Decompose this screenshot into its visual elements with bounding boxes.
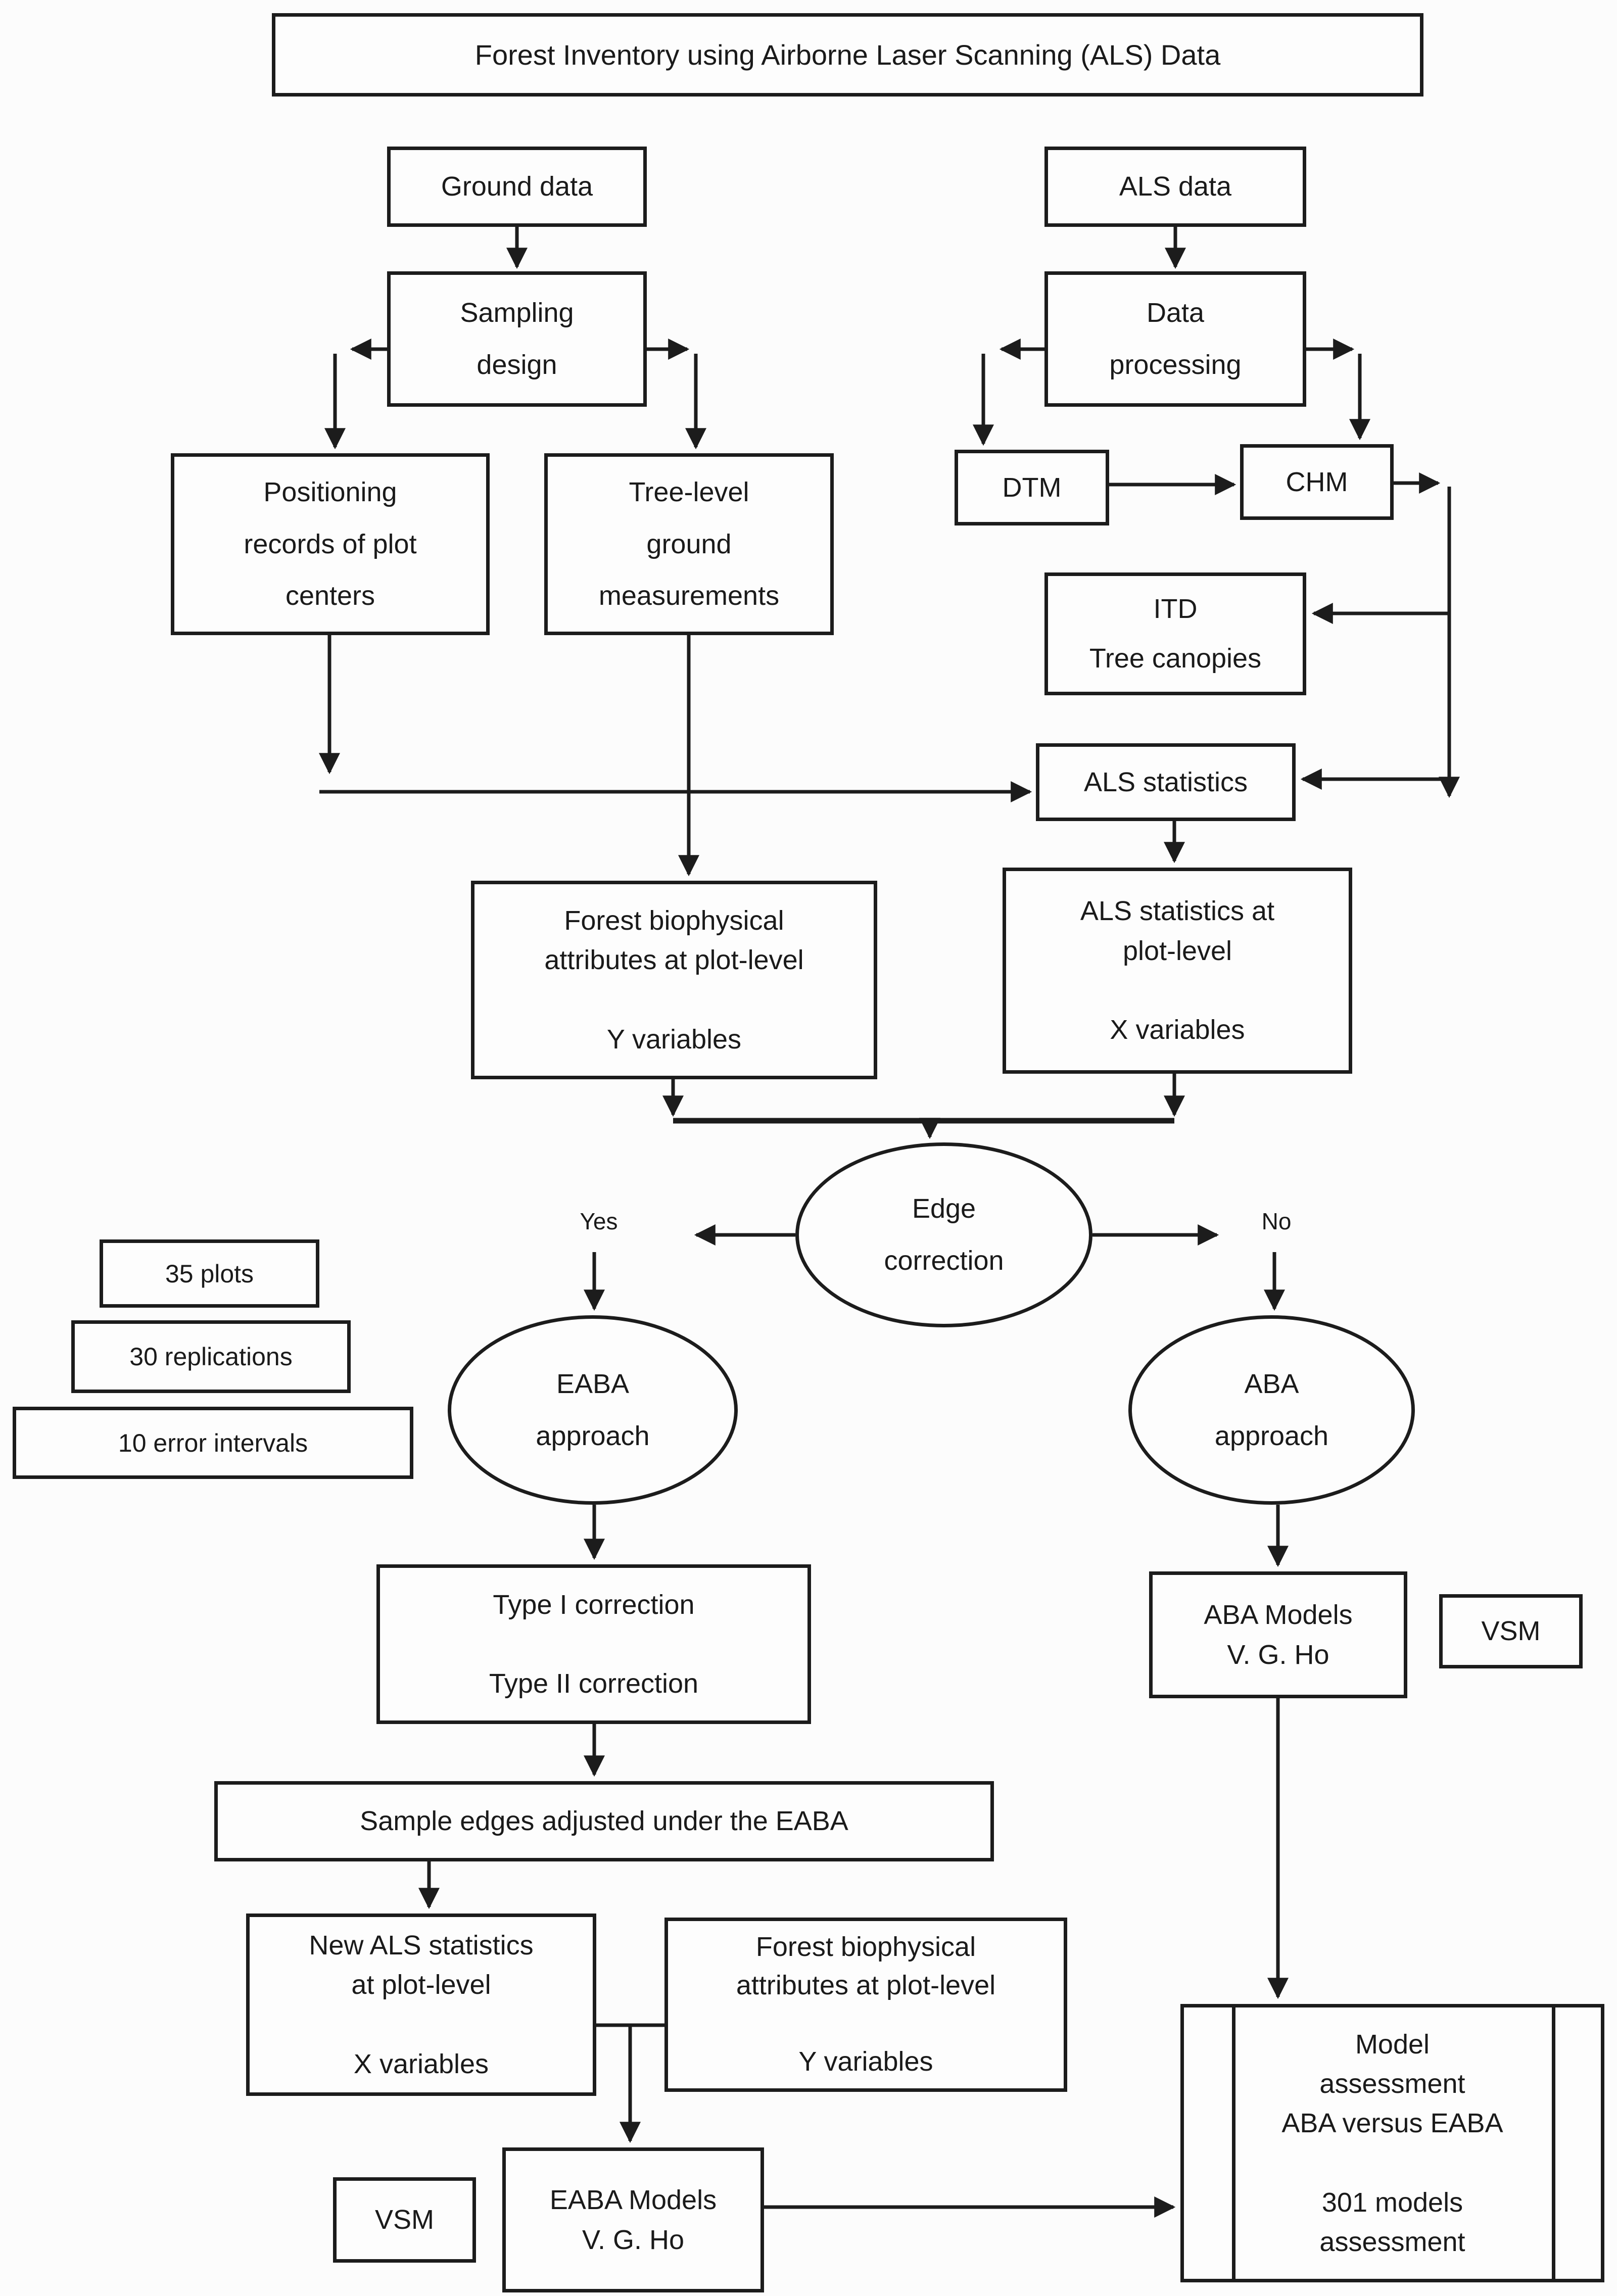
node-new-als-statistics: New ALS statistics at plot-level X varia… <box>246 1914 596 2096</box>
node-sample-edges-adjusted: Sample edges adjusted under the EABA <box>214 1781 994 1861</box>
node-eaba-approach: EABA approach <box>448 1315 738 1505</box>
node-30-replications-label: 30 replications <box>129 1343 293 1371</box>
node-positioning-records: Positioning records of plot centers <box>171 453 490 635</box>
diagram-title: Forest Inventory using Airborne Laser Sc… <box>474 38 1221 71</box>
node-vsm-right: VSM <box>1439 1594 1583 1668</box>
branch-label-yes: Yes <box>580 1208 618 1234</box>
node-forest-biophysical-upper: Forest biophysical attributes at plot-le… <box>471 881 877 1079</box>
node-tree-level-measurements: Tree-level ground measurements <box>544 453 834 635</box>
node-ground-data-label: Ground data <box>441 171 593 202</box>
node-forest-biophysical-upper-label: Forest biophysical attributes at plot-le… <box>544 905 804 1055</box>
node-chm: CHM <box>1240 444 1394 520</box>
node-data-processing: Data processing <box>1044 271 1306 407</box>
node-vsm-left: VSM <box>333 2177 476 2263</box>
node-als-data: ALS data <box>1044 147 1306 227</box>
node-eaba-models: EABA Models V. G. Ho <box>502 2147 764 2292</box>
node-model-assessment-label: Model assessment ABA versus EABA 301 mod… <box>1281 2029 1503 2258</box>
node-aba-models-label: ABA Models V. G. Ho <box>1204 1600 1353 1670</box>
node-35-plots-label: 35 plots <box>165 1259 254 1288</box>
node-vsm-right-label: VSM <box>1481 1616 1541 1647</box>
node-aba-models: ABA Models V. G. Ho <box>1149 1571 1407 1698</box>
node-dtm: DTM <box>955 450 1109 525</box>
node-forest-biophysical-lower: Forest biophysical attributes at plot-le… <box>664 1918 1067 2092</box>
diagram-title-box: Forest Inventory using Airborne Laser Sc… <box>272 13 1423 97</box>
node-als-statistics-plot-level-label: ALS statistics at plot-level X variables <box>1080 896 1275 1045</box>
node-35-plots: 35 plots <box>100 1239 319 1308</box>
node-als-data-label: ALS data <box>1119 171 1232 202</box>
model-assessment-inner-line-left <box>1232 2007 1235 2279</box>
node-als-statistics-plot-level: ALS statistics at plot-level X variables <box>1003 868 1352 1074</box>
node-forest-biophysical-lower-label: Forest biophysical attributes at plot-le… <box>736 1932 996 2077</box>
node-eaba-models-label: EABA Models V. G. Ho <box>549 2185 717 2255</box>
node-itd-tree-canopies: ITD Tree canopies <box>1044 572 1306 695</box>
model-assessment-inner-line-right <box>1552 2007 1555 2279</box>
node-type-corrections-label: Type I correction Type II correction <box>489 1589 699 1699</box>
node-sampling-design: Sampling design <box>387 271 647 407</box>
node-10-error-intervals: 10 error intervals <box>13 1407 413 1479</box>
node-dtm-label: DTM <box>1002 472 1062 503</box>
node-positioning-records-label: Positioning records of plot centers <box>244 477 417 611</box>
node-sample-edges-adjusted-label: Sample edges adjusted under the EABA <box>360 1806 848 1837</box>
node-als-statistics-label: ALS statistics <box>1083 767 1248 797</box>
node-eaba-approach-label: EABA approach <box>536 1368 650 1451</box>
node-aba-approach-label: ABA approach <box>1214 1368 1329 1451</box>
node-type-corrections: Type I correction Type II correction <box>376 1564 811 1724</box>
node-als-statistics: ALS statistics <box>1036 743 1296 821</box>
node-sampling-design-label: Sampling design <box>460 298 574 380</box>
node-new-als-statistics-label: New ALS statistics at plot-level X varia… <box>309 1930 534 2079</box>
decision-edge-correction-label: Edge correction <box>884 1193 1004 1276</box>
node-10-error-intervals-label: 10 error intervals <box>118 1428 308 1457</box>
node-30-replications: 30 replications <box>71 1320 351 1393</box>
decision-edge-correction: Edge correction <box>795 1142 1092 1327</box>
node-data-processing-label: Data processing <box>1109 298 1242 380</box>
node-vsm-left-label: VSM <box>374 2205 435 2235</box>
node-tree-level-measurements-label: Tree-level ground measurements <box>598 477 780 611</box>
node-itd-tree-canopies-label: ITD Tree canopies <box>1089 594 1262 674</box>
branch-label-no: No <box>1261 1208 1292 1234</box>
node-chm-label: CHM <box>1286 466 1348 497</box>
node-aba-approach: ABA approach <box>1128 1315 1415 1505</box>
node-ground-data: Ground data <box>387 147 647 227</box>
node-model-assessment: Model assessment ABA versus EABA 301 mod… <box>1180 2004 1604 2282</box>
